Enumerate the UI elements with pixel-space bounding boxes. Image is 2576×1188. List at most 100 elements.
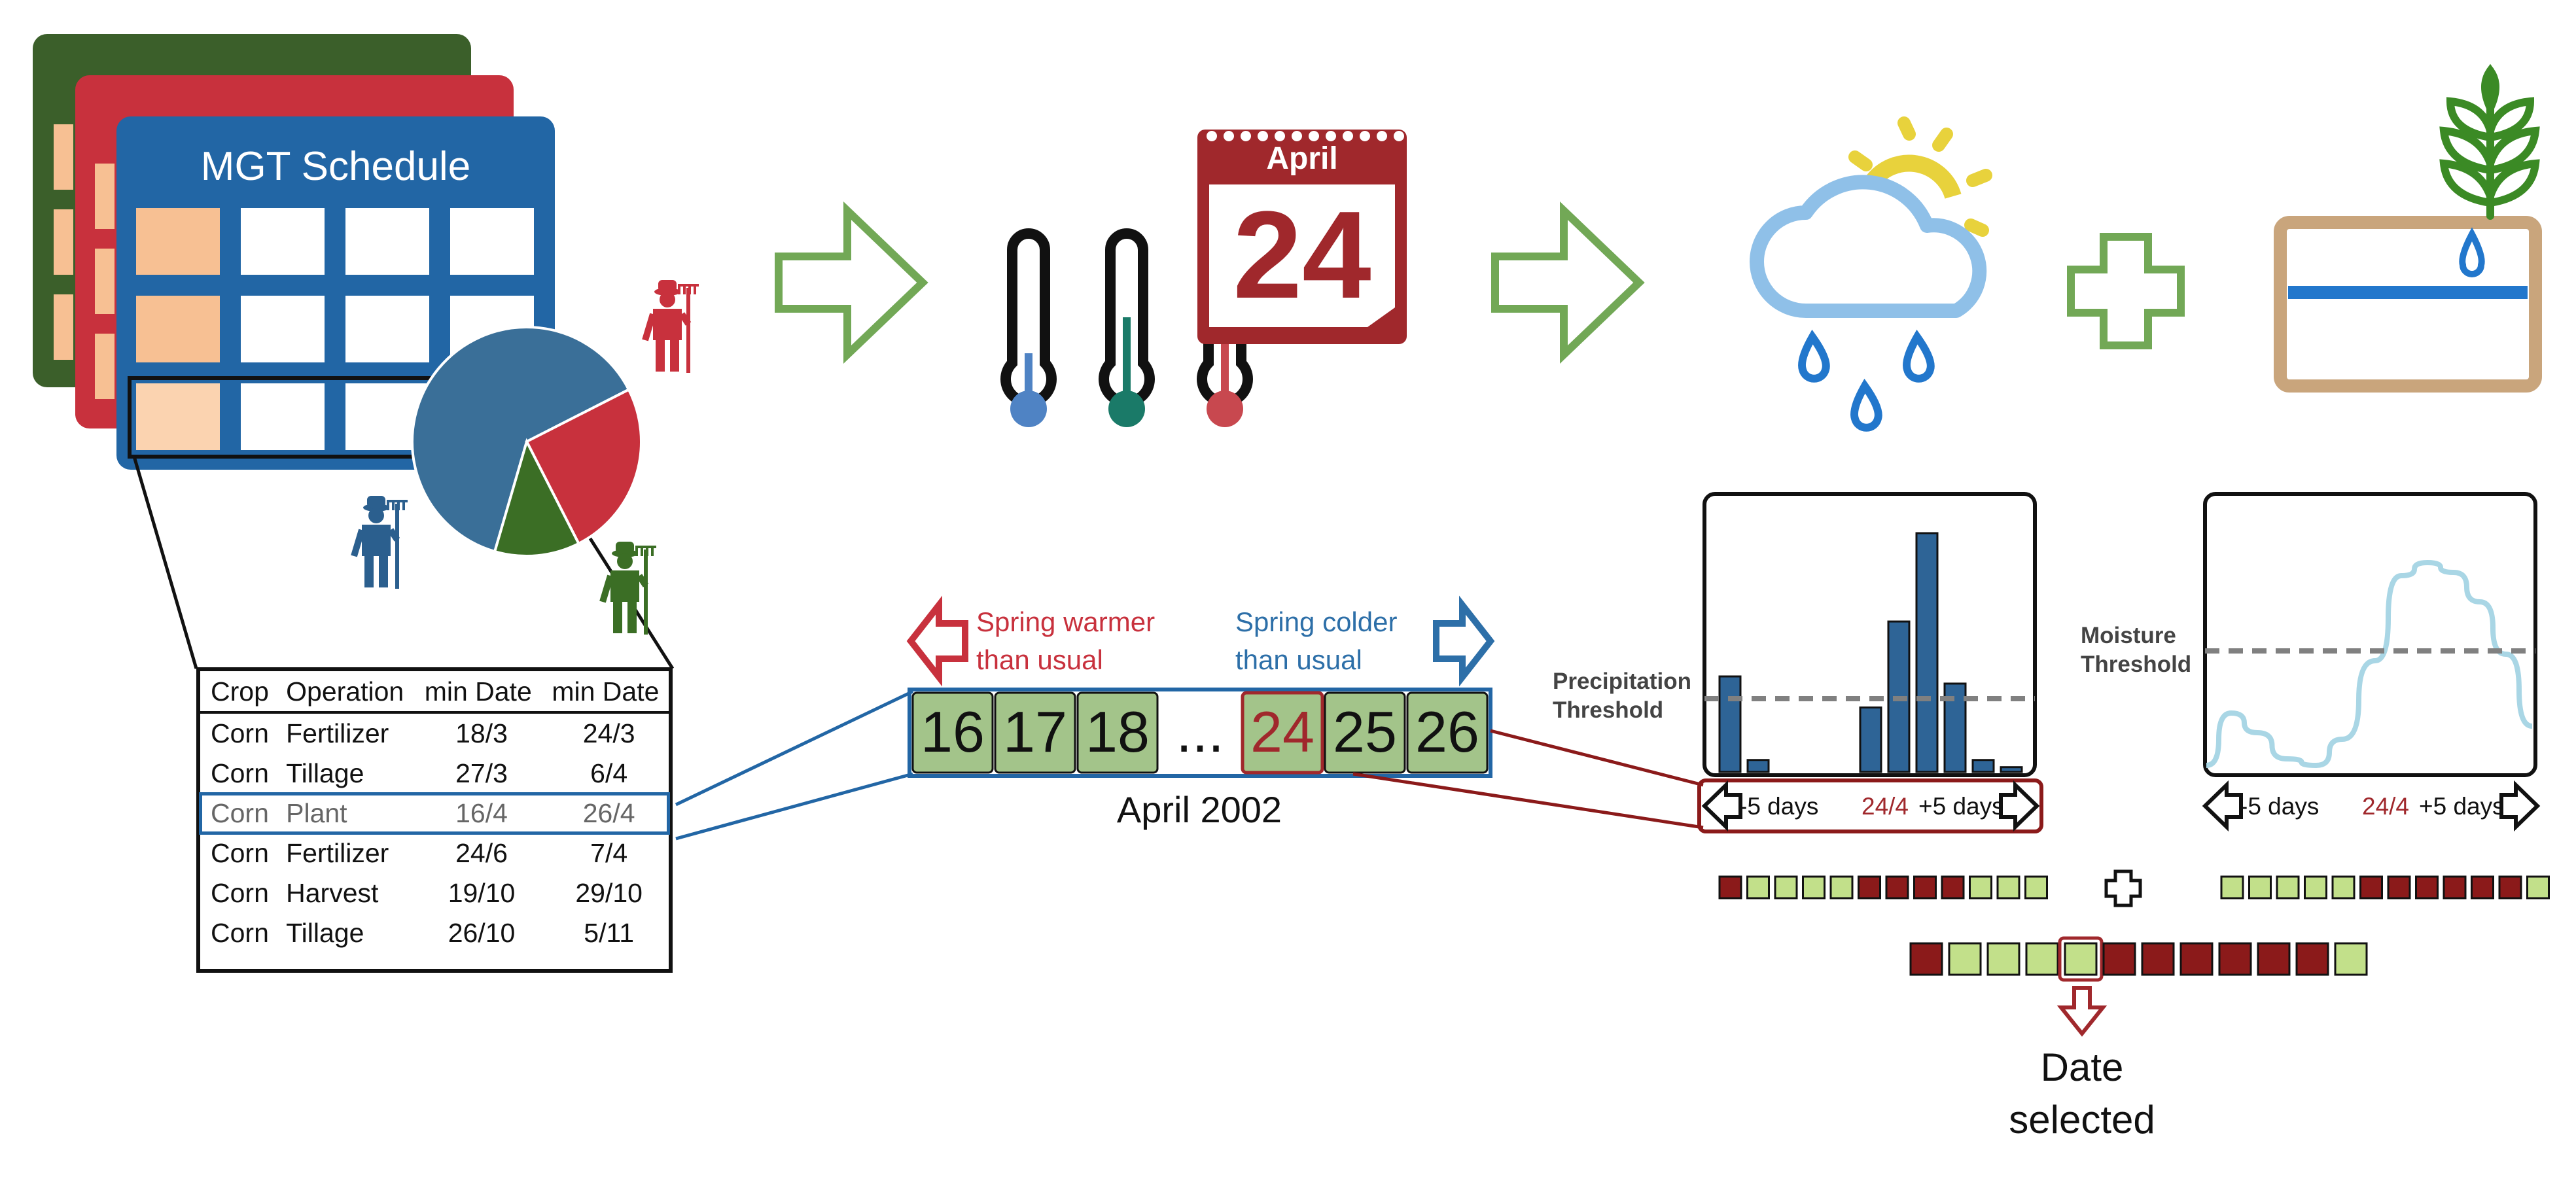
pie-slice <box>525 387 643 546</box>
day-square <box>1802 875 1826 900</box>
precipitation-threshold-label-1: Precipitation <box>1553 669 1691 694</box>
day-square <box>2220 875 2244 900</box>
right-arrow-icon <box>1999 780 2040 832</box>
sun-icon <box>1848 116 1992 237</box>
precipitation-axis-center: 24/4 <box>1861 793 1909 820</box>
day-square <box>2359 875 2383 900</box>
timeline-frame <box>908 688 1492 778</box>
farmer-icon-red <box>642 280 699 373</box>
cell-date: 24/6 <box>455 838 508 868</box>
cell-date: 5/11 <box>584 918 635 948</box>
day-square <box>1858 875 1881 900</box>
precipitation-bar <box>2000 766 2023 773</box>
day-square <box>2064 942 2098 976</box>
precipitation-axis-left: -5 days <box>1739 793 1818 820</box>
precipitation-window-box <box>1697 778 2043 833</box>
cell-crop: Corn <box>211 878 269 908</box>
cell-date: 16/4 <box>455 798 508 828</box>
result-square-row <box>1909 936 2368 982</box>
precipitation-square-row <box>1718 875 2048 900</box>
timeline-cell <box>1241 691 1324 775</box>
moisture-square-row <box>2220 875 2550 900</box>
cell-operation: Tillage <box>286 758 364 788</box>
table-row: Corn Harvest 19/10 29/10 <box>200 873 669 913</box>
colder-arrow-icon <box>1433 595 1495 687</box>
timeline-caption: April 2002 <box>1117 789 1282 830</box>
farmer-icon-green <box>599 542 656 635</box>
cell-date: 27/3 <box>455 758 508 788</box>
day-square <box>2331 875 2355 900</box>
pie-slice <box>411 326 631 553</box>
cell-crop: Corn <box>211 918 269 948</box>
result-line2: selected <box>2009 1098 2155 1142</box>
day-square <box>2471 875 2494 900</box>
cell-crop: Corn <box>211 718 269 748</box>
header-operation: Operation <box>275 671 414 714</box>
cell-operation: Fertilizer <box>286 838 389 868</box>
calendar-day: 24 <box>1233 186 1371 324</box>
day-square <box>2415 875 2439 900</box>
cell-crop: Corn <box>211 758 269 788</box>
warmer-arrow-icon <box>906 595 968 687</box>
day-square <box>2498 875 2522 900</box>
moisture-threshold-label-1: Moisture <box>2081 623 2176 648</box>
precipitation-bar <box>1971 759 1995 773</box>
day-square <box>1913 875 1937 900</box>
thermometer-icon-cold <box>1000 228 1057 427</box>
left-arrow-icon <box>1701 780 1742 832</box>
moisture-threshold-label-2: Threshold <box>2081 652 2191 677</box>
down-arrow-icon <box>2056 986 2108 1037</box>
cell-operation: Plant <box>286 798 347 828</box>
spring-colder-line2: than usual <box>1235 644 1362 675</box>
spring-warmer-line2: than usual <box>976 644 1103 675</box>
day-square <box>1986 942 2020 976</box>
day-square <box>1969 875 1992 900</box>
day-square <box>2102 942 2136 976</box>
cell-date: 29/10 <box>575 878 643 908</box>
day-square <box>2218 942 2252 976</box>
spring-warmer-line1: Spring warmer <box>976 606 1155 637</box>
day-square <box>2295 942 2329 976</box>
moisture-curve <box>2206 559 2533 769</box>
day-square <box>1941 875 1965 900</box>
selected-day-marker <box>2058 936 2104 982</box>
cell-date: 26/4 <box>582 798 635 828</box>
timeline-cell <box>1324 691 1406 774</box>
precipitation-axis-right: +5 days <box>1918 793 2004 820</box>
timeline-cell-label: 24 <box>1250 699 1314 764</box>
day-square <box>1948 942 1982 976</box>
day-square <box>1909 942 1943 976</box>
pie-slice <box>493 438 581 557</box>
cell-date: 24/3 <box>582 718 635 748</box>
cell-operation: Harvest <box>286 878 379 908</box>
timeline-cell <box>1076 691 1159 774</box>
soil-moisture-icon <box>2274 63 2542 393</box>
combine-plus-icon <box>2104 869 2142 907</box>
spring-colder-line1: Spring colder <box>1235 606 1397 637</box>
day-square <box>2387 875 2411 900</box>
timeline-cell <box>911 691 994 774</box>
day-square <box>2257 942 2291 976</box>
precipitation-threshold-label-2: Threshold <box>1553 697 1663 723</box>
day-square <box>2025 942 2059 976</box>
header-max-date: min Date <box>541 671 669 714</box>
timeline-cell-label: ... <box>1176 699 1224 764</box>
cell-date: 18/3 <box>455 718 508 748</box>
timeline-chart-connector <box>1352 729 1704 830</box>
moisture-chart <box>2203 492 2537 777</box>
plant-icon <box>2439 63 2540 220</box>
timeline-cell-label: 26 <box>1415 699 1479 764</box>
left-arrow-icon <box>2202 780 2243 832</box>
weather-icon <box>1750 116 1992 432</box>
timeline-cell-label: 16 <box>921 699 985 764</box>
timeline-cell <box>994 691 1076 774</box>
farmer-pie-chart <box>411 326 643 557</box>
precipitation-bar <box>1718 675 1742 773</box>
moisture-axis-right: +5 days <box>2419 793 2505 820</box>
precipitation-bar <box>1746 759 1770 773</box>
timeline-cell-label: 18 <box>1085 699 1150 764</box>
schedule-title: MGT Schedule <box>201 144 470 189</box>
table-row-highlighted: Corn Plant 16/4 26/4 <box>199 792 670 835</box>
